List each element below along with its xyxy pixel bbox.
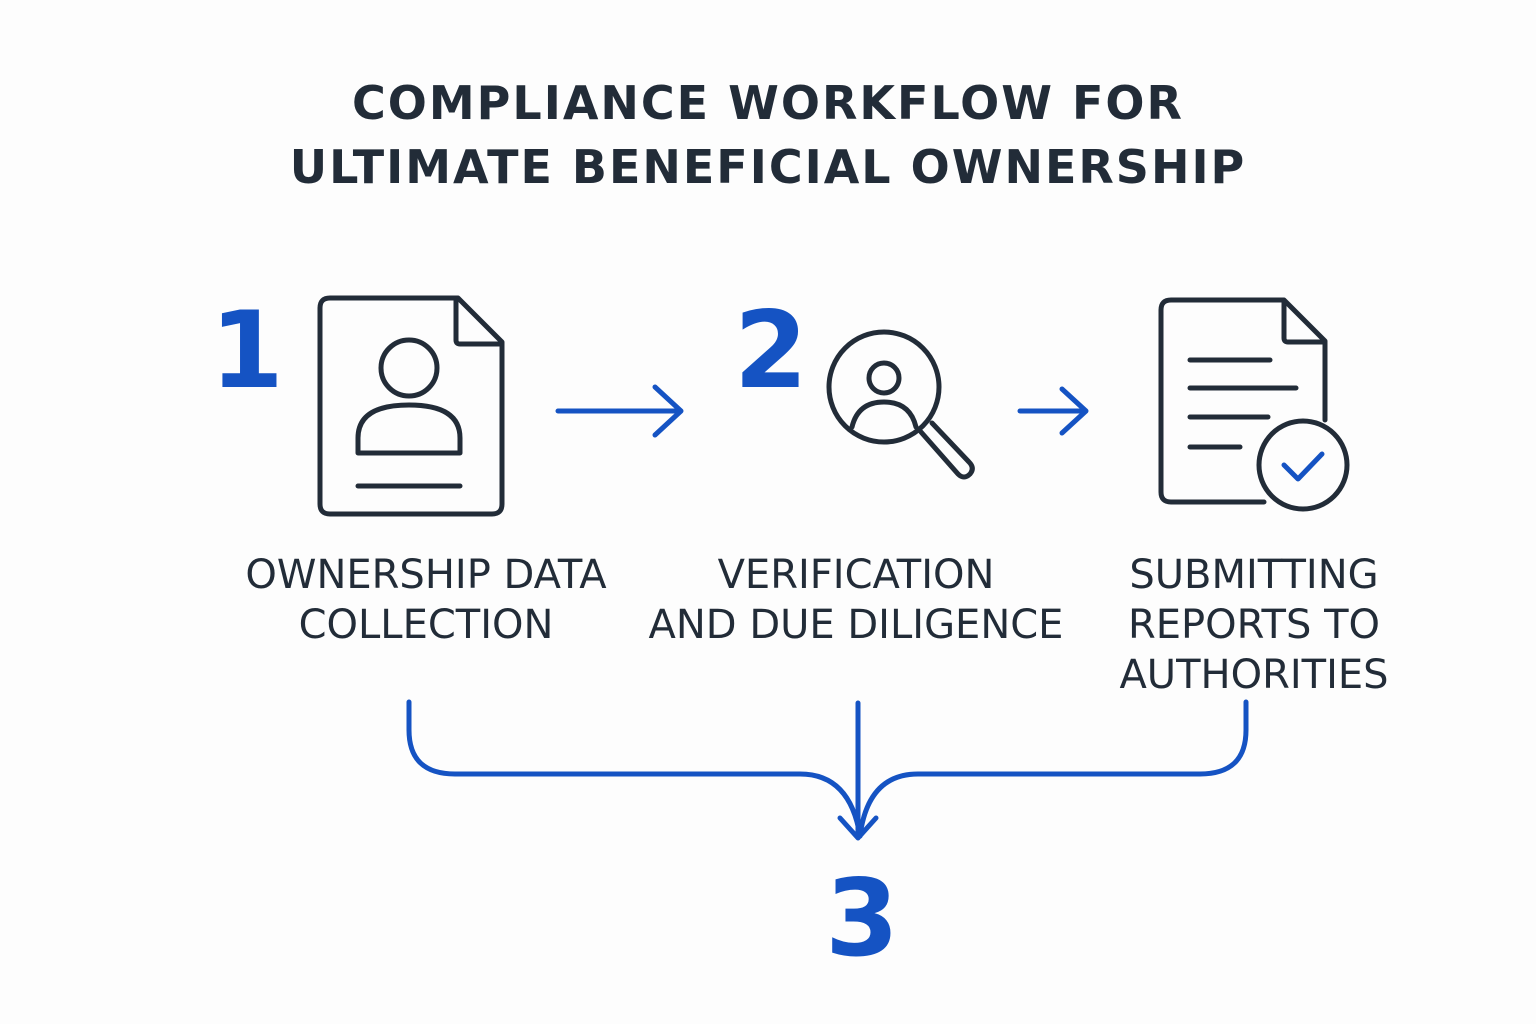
merge-connector: [406, 699, 1249, 841]
diagram-title-line-1: COMPLIANCE WORKFLOW FOR: [352, 76, 1184, 130]
step-1-number: 1: [210, 289, 284, 412]
arrow-1-to-2: [555, 384, 684, 438]
person-magnifier-icon: [826, 329, 975, 480]
step-2-number: 2: [734, 289, 808, 412]
step-2-label: VERIFICATION AND DUE DILIGENCE: [648, 552, 1064, 648]
document-check-icon: [1158, 297, 1350, 512]
step-3-number: 3: [825, 857, 899, 980]
step-3-label: SUBMITTING REPORTS TO AUTHORITIES: [1119, 552, 1389, 698]
person-document-icon: [317, 295, 505, 517]
step-1-label: OWNERSHIP DATA COLLECTION: [245, 552, 607, 648]
diagram-title-line-2: ULTIMATE BENEFICIAL OWNERSHIP: [289, 140, 1247, 194]
arrow-2-to-3: [1017, 386, 1089, 436]
